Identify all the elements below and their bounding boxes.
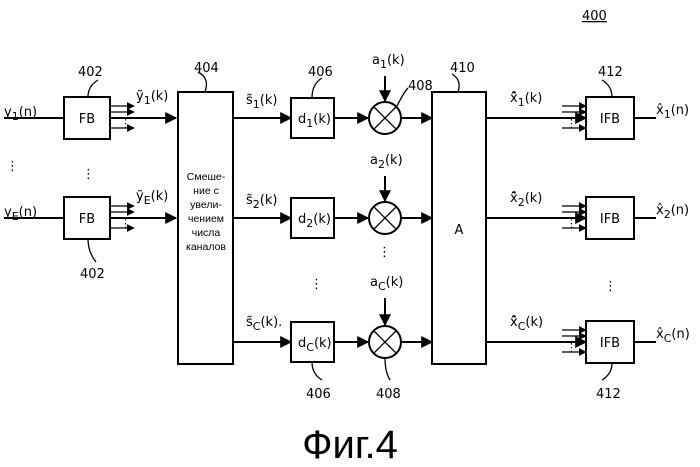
matrix-label: A <box>455 223 464 238</box>
gain-label-C: aC(k) <box>370 275 403 293</box>
multiplier-1 <box>369 102 401 134</box>
svg-text:⋮: ⋮ <box>566 217 577 230</box>
x-label-2: x̃̂2(k) <box>510 191 542 209</box>
x-label-1: x̃̂1(k) <box>510 91 542 109</box>
channel-row-C: s̃C(k). dC(k) 406 aC(k) 408 <box>233 275 432 402</box>
fb-ref-1: 402 <box>78 65 103 80</box>
fb-out-bundle-1: ⋮ ỹ1(k) <box>110 89 176 130</box>
fb-ellipsis: ⋮ <box>82 167 95 182</box>
delay-ref-1: 406 <box>308 65 333 80</box>
mixer-line-2: ние с <box>193 185 219 197</box>
mixer-line-4: чением <box>188 213 224 225</box>
output-label-1: x̂1(n) <box>656 103 689 121</box>
ifb-label-2: IFB <box>600 212 620 227</box>
multiplier-C <box>369 326 401 358</box>
fb-out-bundle-E: ⋮ ỹE(k) <box>110 189 176 230</box>
ifb-ref-1: 412 <box>598 65 623 80</box>
gain-ellipsis: ⋮ <box>378 245 391 260</box>
gain-label-2: a2(k) <box>370 153 403 171</box>
fb-label-E: FB <box>79 212 95 227</box>
s-label-1: s̃1(k) <box>246 93 277 111</box>
fb-output-label-E: ỹE(k) <box>136 189 168 207</box>
mixer-line-1: Смеше- <box>187 171 226 183</box>
input-row-1: y1(n) <box>4 105 64 123</box>
input-label-1: y1(n) <box>4 105 37 123</box>
figure-caption: Фиг.4 <box>302 423 398 467</box>
input-row-E: yE(n) <box>4 205 64 223</box>
gain-label-1: a1(k) <box>372 53 405 71</box>
channel-row-1: s̃1(k) d1(k) 406 a1(k) 408 <box>233 53 433 138</box>
fb-label-1: FB <box>79 112 95 127</box>
matrix-ref: 410 <box>450 61 475 76</box>
svg-text:⋮: ⋮ <box>120 217 131 230</box>
output-label-C: x̂C(n) <box>656 327 690 345</box>
input-ellipsis: ⋮ <box>6 159 19 174</box>
ifb-label-1: IFB <box>600 112 620 127</box>
x-label-C: x̃̂C(k) <box>510 315 543 333</box>
delay-ref-C: 406 <box>306 387 331 402</box>
multiplier-2 <box>369 202 401 234</box>
mixer-line-3: увели- <box>190 199 222 211</box>
fb-block-E: FB 402 <box>64 197 110 282</box>
mixer-line-6: каналов <box>186 241 226 253</box>
svg-text:⋮: ⋮ <box>566 117 577 130</box>
figure-ref: 400 <box>582 9 607 24</box>
matrix-block: A 410 <box>432 61 486 364</box>
output-label-2: x̂2(n) <box>656 203 689 221</box>
ifb-label-C: IFB <box>600 336 620 351</box>
s-label-C: s̃C(k). <box>246 315 282 333</box>
fb-output-label-1: ỹ1(k) <box>136 89 168 107</box>
fb-ref-E: 402 <box>80 267 105 282</box>
delay-ellipsis: ⋮ <box>310 277 323 292</box>
output-row-2: x̃̂2(k) ⋮ IFB x̂2(n) <box>486 191 689 239</box>
ifb-ref-C: 412 <box>596 387 621 402</box>
fb-block-1: FB 402 <box>64 65 110 139</box>
input-label-E: yE(n) <box>4 205 37 223</box>
s-label-2: s̃2(k) <box>246 193 277 211</box>
gain-ref-C: 408 <box>376 387 401 402</box>
mixer-ref: 404 <box>194 61 219 76</box>
svg-text:⋮: ⋮ <box>120 117 131 130</box>
output-ellipsis: ⋮ <box>604 279 617 294</box>
output-row-1: x̃̂1(k) ⋮ IFB 412 x̂1(n) <box>486 65 689 139</box>
svg-text:⋮: ⋮ <box>566 341 577 354</box>
gain-ref-1: 408 <box>408 79 433 94</box>
mixer-line-5: числа <box>192 227 221 239</box>
channel-row-2: s̃2(k) d2(k) a2(k) <box>233 153 432 238</box>
mixer-block: 404 Смеше- ние с увели- чением числа кан… <box>178 61 233 364</box>
output-row-C: x̃̂C(k) ⋮ IFB 412 x̂C(n) <box>486 315 690 402</box>
